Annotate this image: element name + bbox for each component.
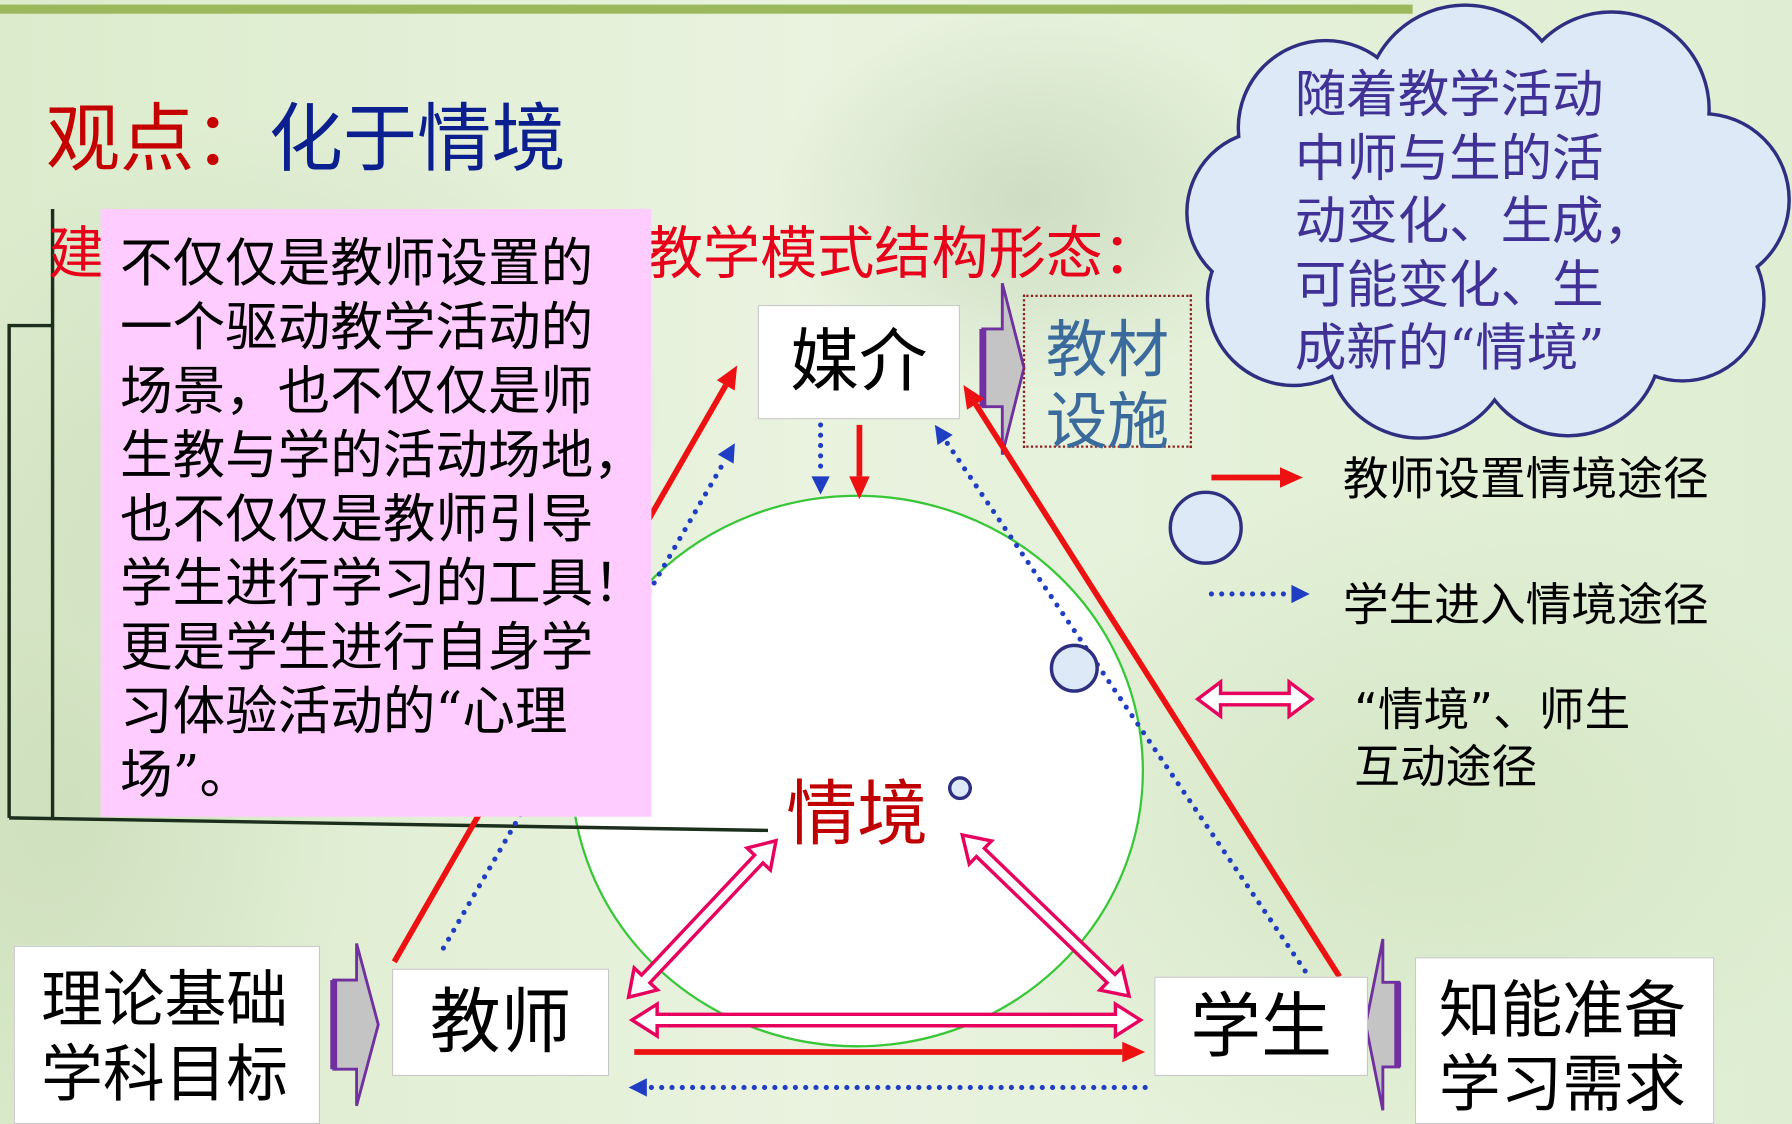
materials-label-line: 教材 <box>1045 314 1170 387</box>
note-line: 学生进行学习的工具！ <box>119 551 646 614</box>
blue-dotted-arrow-student-to-media-shaft <box>942 437 1308 974</box>
blue-dotted-arrow-icon <box>1208 584 1310 604</box>
thought-bubble <box>947 776 972 801</box>
situation-note-box: 不仅仅是教师设置的 一个驱动教学活动的 场景，也不仅仅是师 生教与学的活动场地，… <box>100 209 652 817</box>
blue-dotted-arrow-teacher-to-media-shaft <box>440 456 729 951</box>
teacher-node: 教师 <box>391 968 610 1077</box>
page-title: 观点：化于情境 <box>46 103 566 177</box>
readiness-to-student-block-arrow <box>1364 938 1401 1111</box>
red-arrow-student-to-media-shaft <box>973 402 1342 979</box>
pink-double-arrow-situation-student <box>959 832 1132 999</box>
red-arrow-student-to-media-head <box>963 384 985 410</box>
note-line: 习体验活动的“心理 <box>119 679 568 742</box>
readiness-node: 知能准备 学习需求 <box>1414 957 1715 1124</box>
foundation-to-teacher-block-arrow-edge <box>330 980 338 1070</box>
blue-dotted-arrow-student-to-teacher-head <box>628 1078 647 1097</box>
note-line: 场”。 <box>119 743 253 806</box>
readiness-label-line: 知能准备 <box>1438 974 1686 1047</box>
cloud-line: 成新的“情境” <box>1294 317 1605 379</box>
blue-dotted-arrow-student-to-media <box>934 424 1308 974</box>
blue-dotted-arrow-media-to-situation <box>811 422 830 495</box>
legend-layer <box>1194 467 1315 720</box>
materials-label-line: 设施 <box>1045 386 1170 459</box>
cloud-line: 可能变化、生 <box>1294 254 1604 315</box>
top-rule <box>0 4 1413 14</box>
cloud-text: 随着教学活动 中师与生的活 动变化、生成， 可能变化、生 成新的“情境” <box>1295 63 1655 380</box>
red-arrow-student-to-media <box>963 384 1342 979</box>
blue-dotted-arrow-icon-head <box>1291 584 1310 604</box>
red-arrow-media-to-situation-head <box>849 476 870 500</box>
bubbles-layer <box>947 490 1243 801</box>
student-label: 学生 <box>1190 984 1332 1068</box>
foundation-to-teacher-block-arrow <box>332 943 380 1107</box>
foundation-label-line: 学科目标 <box>41 1038 288 1111</box>
foundation-label-line: 理论基础 <box>41 964 288 1037</box>
red-arrow-teacher-to-media-head <box>716 365 738 391</box>
legend-label-teacher-path: 教师设置情境途径 <box>1342 453 1709 507</box>
note-line: 场景，也不仅仅是师 <box>119 359 594 422</box>
cloud-lobe <box>1325 68 1646 389</box>
readiness-label-line: 学习需求 <box>1438 1048 1686 1121</box>
blue-dotted-arrow-teacher-to-media-head <box>717 443 735 464</box>
legend-label-line: “情境”、师生 <box>1354 684 1631 737</box>
pink-double-arrow-icon <box>1194 678 1315 720</box>
cloud-line: 随着教学活动 <box>1294 63 1604 125</box>
subtitle-start: 建 <box>47 220 106 287</box>
title-prefix: 观点： <box>45 97 269 183</box>
pink-double-arrow-teacher-student <box>628 1000 1144 1040</box>
blue-dotted-arrow-student-to-media-head <box>934 424 953 446</box>
media-label: 媒介 <box>790 322 928 403</box>
blocks-layer <box>330 282 1402 1111</box>
note-line: 生教与学的活动场地， <box>119 423 646 486</box>
note-line: 更是学生进行自身学 <box>119 615 594 678</box>
note-line: 也不仅仅是教师引导 <box>119 487 594 550</box>
thought-bubble <box>1049 643 1099 693</box>
thought-bubble <box>1168 490 1243 565</box>
blue-dotted-arrow-teacher-to-media <box>440 443 735 951</box>
legend-label-student-path: 学生进入情境途径 <box>1342 579 1709 632</box>
red-arrow-media-to-situation <box>849 424 870 500</box>
red-arrow-teacher-to-student <box>634 1041 1146 1063</box>
materials-node: 教材 设施 <box>1022 294 1192 458</box>
callout-line <box>7 323 53 818</box>
legend-label-line: 互动途径 <box>1354 741 1538 794</box>
blue-dotted-arrow-student-to-teacher <box>628 1078 1148 1097</box>
red-arrow-teacher-to-student-head <box>1122 1041 1146 1063</box>
situation-label: 情境 <box>786 772 929 856</box>
legend-label-interaction-path: “情境”、师生 互动途径 <box>1354 682 1630 796</box>
pink-double-arrow-situation-teacher <box>626 838 779 1000</box>
blue-dotted-arrow-media-to-situation-head <box>811 476 830 495</box>
cloud-layer <box>1185 3 1791 440</box>
red-solid-arrow-icon-head <box>1279 467 1303 488</box>
student-node: 学生 <box>1154 976 1368 1077</box>
readiness-to-student-block-arrow-edge <box>1394 982 1402 1067</box>
materials-media-block-arrow-edge <box>979 328 987 407</box>
red-solid-arrow-icon <box>1211 467 1303 488</box>
foundation-node: 理论基础 学科目标 <box>13 945 320 1124</box>
callout-layer <box>7 209 769 833</box>
title-main: 化于情境 <box>268 97 566 183</box>
teacher-label: 教师 <box>429 980 572 1064</box>
cloud-lobe <box>1188 132 1349 293</box>
note-line: 不仅仅是教师设置的 <box>119 231 594 294</box>
cloud-line: 动变化、生成， <box>1294 190 1655 252</box>
callout-pointer-line <box>9 816 769 833</box>
subtitle-end: 教学模式结构形态： <box>645 220 1160 287</box>
note-line: 一个驱动教学活动的 <box>119 295 594 358</box>
media-node: 媒介 <box>757 304 960 420</box>
cloud-line: 中师与生的活 <box>1294 127 1604 188</box>
